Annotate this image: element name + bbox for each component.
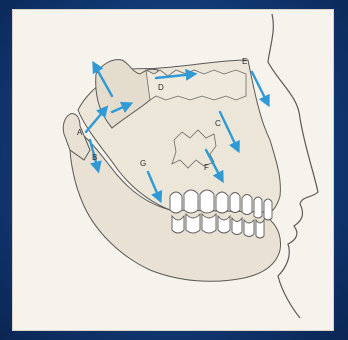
label-d: D: [158, 83, 164, 92]
label-f: F: [204, 163, 209, 172]
label-e: E: [242, 57, 247, 66]
label-g: G: [140, 159, 146, 168]
label-a: A: [77, 128, 83, 137]
label-b: B: [92, 153, 97, 162]
label-c: C: [215, 119, 221, 128]
